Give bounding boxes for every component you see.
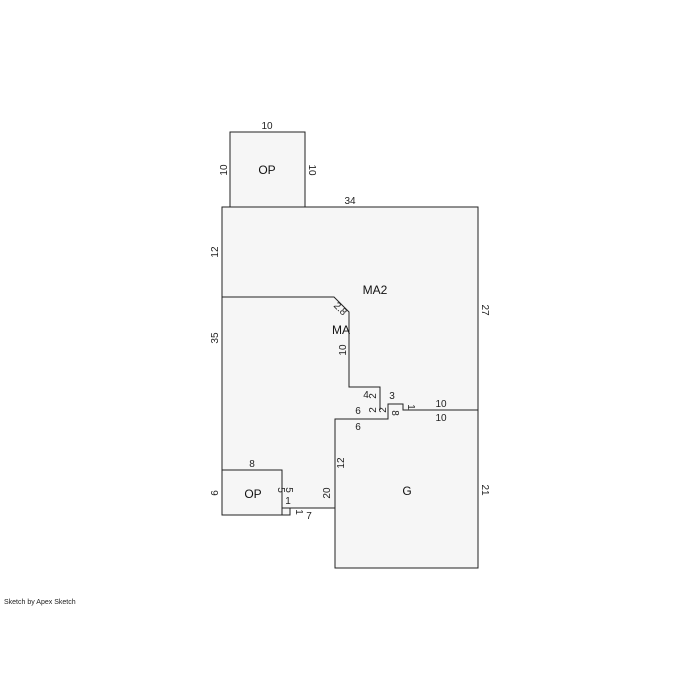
dim-garage-top-lower: 10 bbox=[435, 413, 447, 424]
dim-op-bottom-right-b: 5 bbox=[283, 487, 294, 493]
dim-op-bottom-1a: 1 bbox=[285, 496, 291, 507]
dim-step-6a: 6 bbox=[355, 406, 361, 417]
area-op-top bbox=[229, 131, 306, 208]
dim-ma2-right: 27 bbox=[479, 304, 490, 316]
dim-ma2-top: 34 bbox=[344, 196, 356, 207]
dim-garage-right: 21 bbox=[479, 484, 490, 496]
dim-ma-left-20: 20 bbox=[322, 487, 333, 499]
dim-op-bottom-left: 6 bbox=[210, 490, 221, 496]
dim-op-bottom-top: 8 bbox=[249, 459, 255, 470]
area-label-ma2: MA2 bbox=[363, 283, 388, 297]
dim-op-top-left: 10 bbox=[219, 164, 230, 176]
area-label-garage: G bbox=[402, 484, 411, 498]
area-op-bottom bbox=[221, 469, 283, 516]
dim-op-top-top: 10 bbox=[261, 121, 273, 132]
area-label-op-top: OP bbox=[258, 163, 275, 177]
dim-ma2-left: 12 bbox=[210, 246, 221, 258]
dim-step-2c: 2 bbox=[368, 407, 379, 413]
dim-garage-step-6: 6 bbox=[355, 422, 361, 433]
sketch-credit: Sketch by Apex Sketch bbox=[4, 599, 76, 606]
division-ma2-ma bbox=[222, 296, 381, 410]
dim-step-3: 3 bbox=[389, 391, 395, 402]
dim-step-8: 8 bbox=[389, 410, 400, 416]
dim-op-top-right: 10 bbox=[306, 164, 317, 176]
dim-step-4: 4 bbox=[363, 390, 369, 401]
dim-garage-top-upper: 10 bbox=[435, 399, 447, 410]
area-label-ma: MA bbox=[332, 323, 350, 337]
dim-op-bottom-1b: 1 bbox=[293, 509, 304, 515]
dim-op-bottom-right-a: 5 bbox=[275, 487, 286, 493]
dim-step-2b: 2 bbox=[378, 407, 389, 413]
dim-step-2a: 2 bbox=[368, 393, 379, 399]
dim-step-1: 1 bbox=[405, 404, 416, 410]
dim-ma-left: 35 bbox=[210, 332, 221, 344]
dim-step-10: 10 bbox=[338, 344, 349, 356]
area-garage bbox=[334, 403, 479, 569]
dim-op-bottom-7: 7 bbox=[306, 511, 312, 522]
dim-garage-left-12: 12 bbox=[336, 457, 347, 469]
op-bottom-notch bbox=[281, 470, 290, 509]
area-label-op-bottom: OP bbox=[244, 487, 261, 501]
